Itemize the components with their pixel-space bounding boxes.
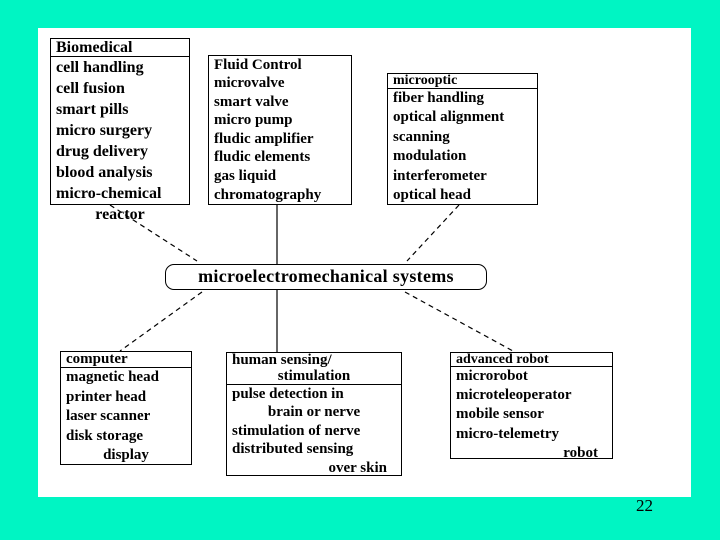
box-item: drug delivery <box>56 143 148 160</box>
box-item: chromatography <box>214 186 322 203</box>
box-item: cell handling <box>56 59 144 76</box>
box-biomedical-header: Biomedical <box>51 39 189 57</box>
box-item: blood analysis <box>56 164 153 181</box>
box-item: micro-telemetry <box>456 425 559 442</box>
box-header-line: stimulation <box>277 367 351 384</box>
box-item: over skin <box>328 459 387 476</box>
connector-lines <box>109 204 514 352</box>
box-item: smart valve <box>214 93 289 110</box>
box-item: gas liquid <box>214 167 277 184</box>
box-biomedical: Biomedical cell handling cell fusion sma… <box>50 38 190 223</box>
box-fluid-control-header: Fluid Control <box>214 57 302 73</box>
box-item: microrobot <box>456 368 528 384</box>
box-item: fludic elements <box>214 149 311 166</box>
box-item: microvalve <box>214 75 285 91</box>
box-human-sensing: human sensing/ stimulation pulse detecti… <box>226 352 402 476</box>
connector-computer-dashed <box>119 291 203 352</box>
box-item: scanning <box>393 128 450 145</box>
box-advanced-robot: advanced robot microrobot microteleopera… <box>450 352 613 461</box>
connector-microoptic-dashed <box>406 204 460 262</box>
box-item: brain or nerve <box>267 404 361 421</box>
box-microoptic: microoptic fiber handling optical alignm… <box>387 73 538 205</box>
box-computer: computer magnetic head printer head lase… <box>60 351 192 465</box>
box-advanced-robot-header: advanced robot <box>451 353 612 367</box>
box-item: fiber handling <box>393 90 485 106</box>
box-item: smart pills <box>56 101 129 118</box>
box-item: fludic amplifier <box>214 130 314 147</box>
box-item: micro-chemical <box>56 185 162 202</box>
box-item: micro surgery <box>56 122 153 139</box>
box-item: mobile sensor <box>456 406 544 423</box>
box-item: magnetic head <box>66 369 159 385</box>
box-item: laser scanner <box>66 408 151 424</box>
box-microoptic-header: microoptic <box>388 74 537 89</box>
box-item: reactor <box>95 206 145 223</box>
box-human-sensing-header: human sensing/ stimulation <box>227 353 401 385</box>
box-item: cell fusion <box>56 80 125 97</box>
center-node: microelectromechanical systems <box>165 264 487 290</box>
box-item: distributed sensing <box>232 441 354 458</box>
slide-canvas: Biomedical cell handling cell fusion sma… <box>38 28 691 497</box>
connector-robot-dashed <box>404 291 514 352</box>
box-fluid-control: Fluid Control microvalve smart valve mic… <box>208 55 352 205</box>
box-item: interferometer <box>393 167 487 184</box>
box-item: microteleoperator <box>456 387 572 404</box>
box-item: printer head <box>66 388 147 405</box>
box-item: disk storage <box>66 427 144 444</box>
box-item: modulation <box>393 148 467 165</box>
box-item: robot <box>563 444 598 461</box>
box-item: display <box>103 447 149 463</box>
box-item: stimulation of nerve <box>232 422 361 439</box>
box-item: micro pump <box>214 112 293 129</box>
box-item: optical head <box>393 187 471 204</box>
box-item: optical alignment <box>393 109 505 126</box>
box-item: pulse detection in <box>232 386 344 402</box>
page-number: 22 <box>636 496 653 515</box>
box-header-line: human sensing/ <box>232 353 332 368</box>
box-computer-header: computer <box>61 352 191 368</box>
